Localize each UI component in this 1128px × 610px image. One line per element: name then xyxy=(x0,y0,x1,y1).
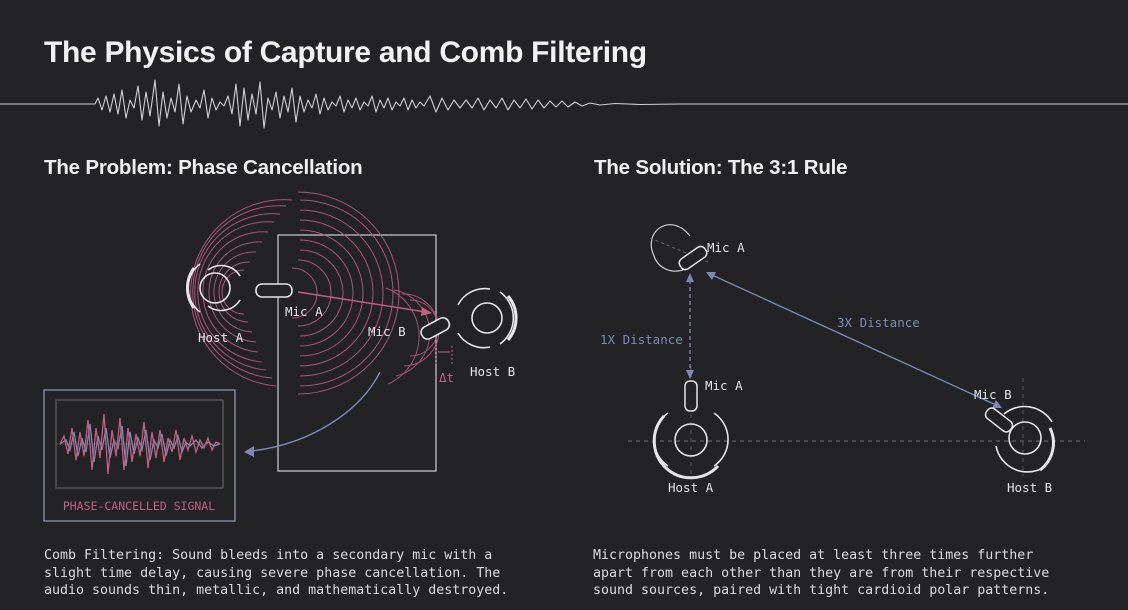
signal-wave-blue xyxy=(59,423,221,467)
solution-mic-b-label: Mic B xyxy=(974,387,1012,402)
mic-a-top-axis xyxy=(649,237,709,263)
problem-mic-a-label: Mic A xyxy=(285,304,323,319)
problem-host-a-label: Host A xyxy=(198,330,244,345)
signal-flow-arrow-head xyxy=(244,446,254,457)
solution-mic-a-bottom-label: Mic A xyxy=(705,378,743,393)
one-x-arrow-head-bottom xyxy=(686,370,694,379)
three-x-arrow-head-left xyxy=(706,272,716,280)
waveform-divider xyxy=(0,79,1128,129)
solution-caption: Microphones must be placed at least thre… xyxy=(593,548,1050,598)
solution-host-a-label: Host A xyxy=(668,480,714,495)
room-outline xyxy=(277,234,437,472)
solution-host-b-figure xyxy=(995,405,1055,473)
three-x-distance-line xyxy=(711,274,997,406)
sound-wave-arcs xyxy=(190,191,400,395)
solution-heading: The Solution: The 3:1 Rule xyxy=(594,156,848,179)
mic-a-bottom-body xyxy=(684,380,698,412)
three-x-distance-label: 3X Distance xyxy=(837,315,920,330)
bleed-arrow xyxy=(297,291,427,313)
mic-a-body xyxy=(255,283,293,298)
one-x-arrow-head-top xyxy=(686,273,694,282)
delta-t-label: Δt xyxy=(439,370,454,385)
signal-box xyxy=(43,389,236,522)
problem-host-b-label: Host B xyxy=(470,364,515,379)
mic-b-body xyxy=(420,316,451,340)
signal-label: PHASE-CANCELLED SIGNAL xyxy=(63,499,215,513)
signal-flow-arrow xyxy=(251,371,381,452)
solution-mic-a-top-label: Mic A xyxy=(707,240,745,255)
bleed-arrow-head xyxy=(421,307,432,316)
one-x-distance-label: 1X Distance xyxy=(600,332,683,347)
solution-diagram: Mic A 1X Distance 3X Distance Mic A Mic … xyxy=(600,224,1085,495)
solution-host-a-figure xyxy=(652,412,729,480)
problem-mic-b-label: Mic B xyxy=(368,324,406,339)
problem-heading: The Problem: Phase Cancellation xyxy=(44,156,363,179)
page-title: The Physics of Capture and Comb Filterin… xyxy=(44,36,647,69)
signal-wave-pink xyxy=(59,413,221,475)
host-b-figure xyxy=(457,287,518,349)
mic-b-solution-body xyxy=(984,407,1014,433)
mic-a-top-body xyxy=(678,245,708,271)
solution-host-b-label: Host B xyxy=(1007,480,1052,495)
cardioid-pattern-top xyxy=(650,224,695,272)
three-x-arrow-head-right xyxy=(992,400,1002,408)
host-a-figure xyxy=(186,263,241,313)
problem-diagram: Host A Mic A Mic B Host B Δt PHASE-CANCE… xyxy=(43,191,518,522)
problem-caption: Comb Filtering: Sound bleeds into a seco… xyxy=(44,548,509,598)
